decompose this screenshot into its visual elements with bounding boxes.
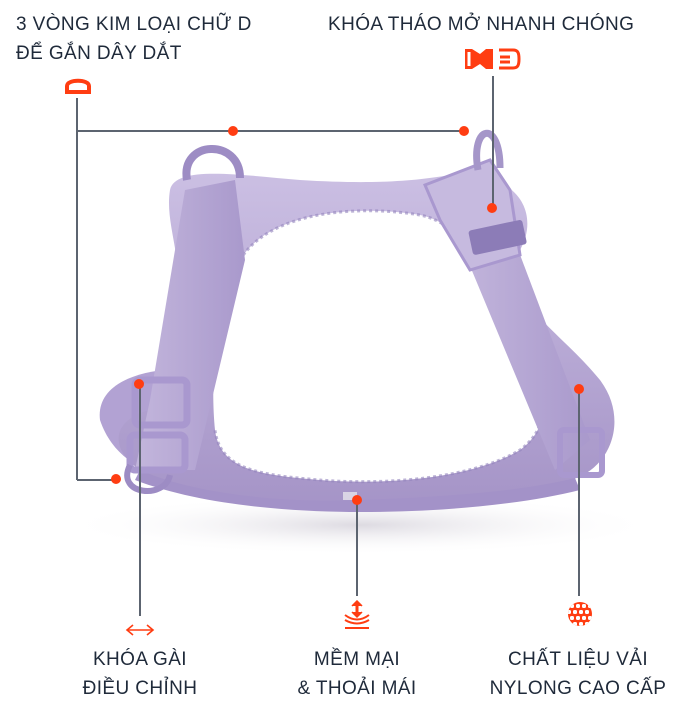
connector-line-dring-vertical (76, 98, 78, 480)
feature-nylon-line2: NYLONG CAO CẤP (489, 678, 667, 699)
cushion-press-icon (344, 600, 370, 629)
feature-label-quick-release: KHÓA THÁO MỞ NHANH CHÓNG (328, 10, 634, 39)
feature-label-d-rings: 3 VÒNG KIM LOẠI CHỮ D ĐỂ GẮN DÂY DẮT (16, 10, 252, 68)
marker-dot-comfort (352, 495, 362, 505)
connector-line-dring-horizontal (77, 130, 465, 132)
marker-dot-nylon (574, 384, 584, 394)
connector-line-nylon (578, 388, 580, 596)
feature-label-nylon: CHẤT LIỆU VẢI NYLONG CAO CẤP (478, 645, 678, 703)
feature-label-adjustable: KHÓA GÀI ĐIỀU CHỈNH (60, 645, 220, 703)
connector-line-adjustable (139, 383, 141, 616)
connector-line-comfort (356, 500, 358, 596)
woven-fabric-icon (568, 602, 592, 626)
feature-label-comfort: MỀM MẠI & THOẢI MÁI (277, 645, 437, 703)
feature-d-rings-line2: ĐỂ GẮN DÂY DẮT (16, 43, 182, 64)
marker-dot-dring-bottom-left (111, 474, 121, 484)
marker-dot-quick-release (487, 203, 497, 213)
feature-adjustable-line2: ĐIỀU CHỈNH (82, 678, 198, 699)
feature-d-rings-line1: 3 VÒNG KIM LOẠI CHỮ D (16, 14, 252, 35)
feature-quick-release-line1: KHÓA THÁO MỞ NHANH CHÓNG (328, 14, 635, 35)
double-arrow-icon (125, 624, 155, 636)
feature-comfort-line2: & THOẢI MÁI (297, 678, 417, 699)
feature-comfort-line1: MỀM MẠI (313, 649, 401, 670)
feature-adjustable-line1: KHÓA GÀI (92, 649, 187, 670)
marker-dot-dring-top-right (459, 126, 469, 136)
connector-line-quick-release (492, 76, 494, 206)
marker-dot-adjustable (134, 379, 144, 389)
d-ring-icon (65, 78, 91, 94)
connector-line-dring-bottom (77, 479, 115, 481)
marker-dot-dring-top-left (228, 126, 238, 136)
buckle-icon (465, 48, 521, 70)
feature-nylon-line1: CHẤT LIỆU VẢI (508, 649, 648, 670)
